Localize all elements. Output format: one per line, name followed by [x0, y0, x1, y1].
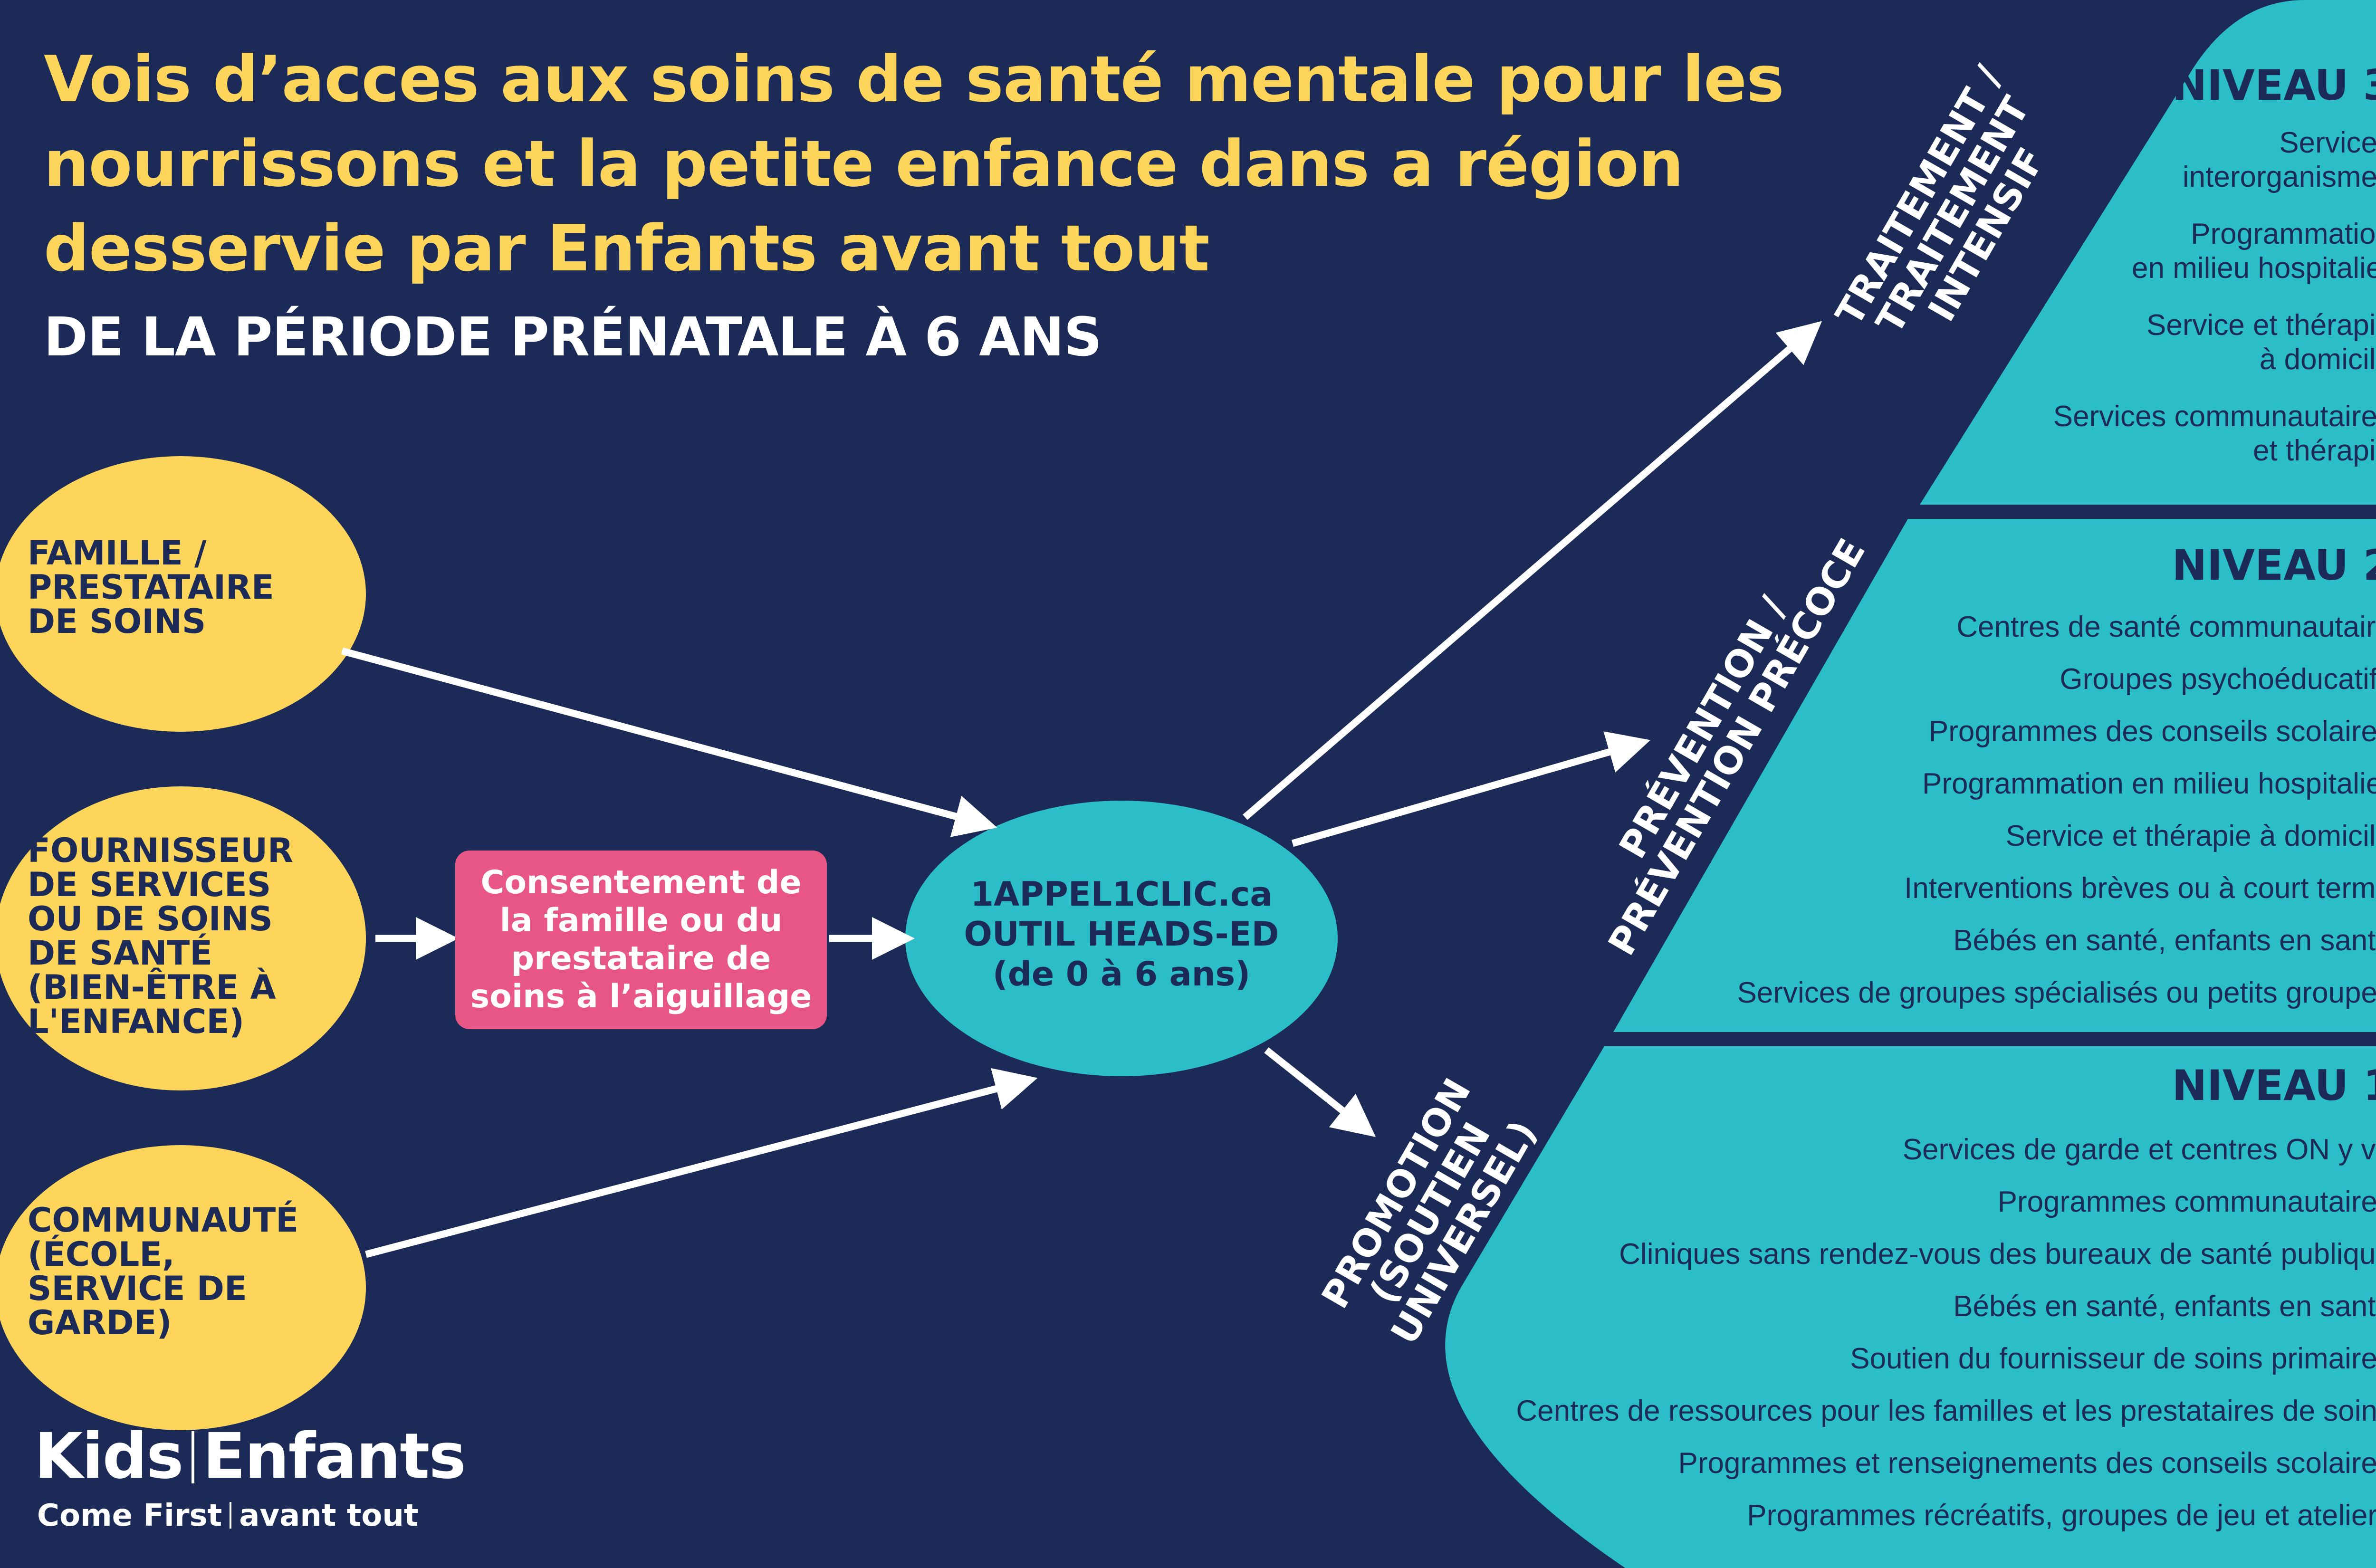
level-1-list: Services de garde et centres ON y va Pro…: [1516, 1124, 2376, 1542]
level-2-item: Interventions brèves ou à court terme: [1904, 872, 2376, 905]
oval-community: [0, 1145, 366, 1430]
source-family-label: FAMILLE / PRESTATAIRE DE SOINS: [28, 534, 274, 641]
arrow-hub-to-promotion: [1264, 1047, 1376, 1138]
level-2-item: Centres de santé communautaire: [1956, 611, 2376, 643]
level-2-item: Programmes des conseils scolaires: [1928, 715, 2376, 748]
level-2-item: Bébés en santé, enfants en santé: [1953, 924, 2376, 957]
logo-avant-tout: avant tout: [239, 1498, 419, 1533]
level-1-item: Centres de ressources pour les familles …: [1516, 1395, 2376, 1427]
level-1-item: Programmes communautaires: [1997, 1186, 2376, 1218]
logo-divider: [191, 1431, 194, 1483]
level-2-heading: NIVEAU 2: [2172, 541, 2376, 590]
level-1-item: Programmes récréatifs, groupes de jeu et…: [1747, 1499, 2376, 1532]
level-3-item: Services communautaires et thérapie: [2053, 400, 2376, 467]
logo-come-first: Come First: [37, 1498, 222, 1533]
level-1-item: Bébés en santé, enfants en santé: [1953, 1290, 2376, 1323]
arrow-family-to-hub: [341, 647, 997, 837]
level-2-item: Service et thérapie à domicile: [2005, 820, 2376, 852]
level-3-item: Services interorganismes: [2182, 126, 2376, 193]
oval-family: [0, 456, 366, 732]
level-1-item: Programmes et renseignements des conseil…: [1678, 1447, 2376, 1480]
level-2-panel: [1613, 519, 2376, 1032]
level-1-item: Cliniques sans rendez-vous des bureaux d…: [1619, 1238, 2376, 1271]
level-3-item: Service et thérapie à domicile: [2146, 309, 2376, 376]
level-2-item: Services de groupes spécialisés ou petit…: [1737, 976, 2376, 1009]
consent-box: Consentement de la famille ou du prestat…: [455, 851, 827, 1029]
level-3-heading: NIVEAU 3: [2172, 61, 2376, 110]
arrow-hub-to-prevention: [1291, 731, 1651, 847]
level-1-heading: NIVEAU 1: [2172, 1061, 2376, 1110]
hub-oval: [905, 801, 1338, 1076]
logo-kids: Kids: [34, 1420, 184, 1493]
level-1-panel: [1445, 1046, 2376, 1568]
logo-tagline-divider: [230, 1502, 232, 1529]
level-3-list: Services interorganismes Programmation e…: [2053, 126, 2376, 468]
level-1-item: Services de garde et centres ON y va: [1902, 1133, 2376, 1166]
arrow-community-to-hub: [365, 1068, 1038, 1258]
level-2-item: Programmation en milieu hospitalier: [1922, 767, 2376, 800]
level-2-list: Centres de santé communautaire Groupes p…: [1737, 601, 2376, 1019]
logo-tagline: Come First avant tout: [37, 1497, 418, 1535]
source-community-label: COMMUNAUTÉ (ÉCOLE, SERVICE DE GARDE): [28, 1201, 299, 1342]
logo-enfants: Enfants: [202, 1420, 466, 1493]
oval-provider: [0, 786, 366, 1090]
source-provider-label: FOURNISSEUR DE SERVICES OU DE SOINS DE S…: [28, 831, 293, 1041]
level-2-item: Groupes psychoéducatifs: [2060, 663, 2376, 696]
level-3-panel: [1920, 0, 2376, 505]
page-subtitle: DE LA PÉRIODE PRÉNATALE À 6 ANS: [44, 306, 1102, 368]
page-title: Vois d’acces aux soins de santé mentale …: [44, 42, 1784, 286]
hub-label: 1APPEL1CLIC.ca OUTIL HEADS-ED (de 0 à 6 …: [964, 875, 1279, 994]
level-1-item: Soutien du fournisseur de soins primaire…: [1850, 1342, 2376, 1375]
arrow-hub-to-treatment: [1243, 321, 1822, 820]
level-3-item: Programmation en milieu hospitalier: [2132, 218, 2376, 285]
